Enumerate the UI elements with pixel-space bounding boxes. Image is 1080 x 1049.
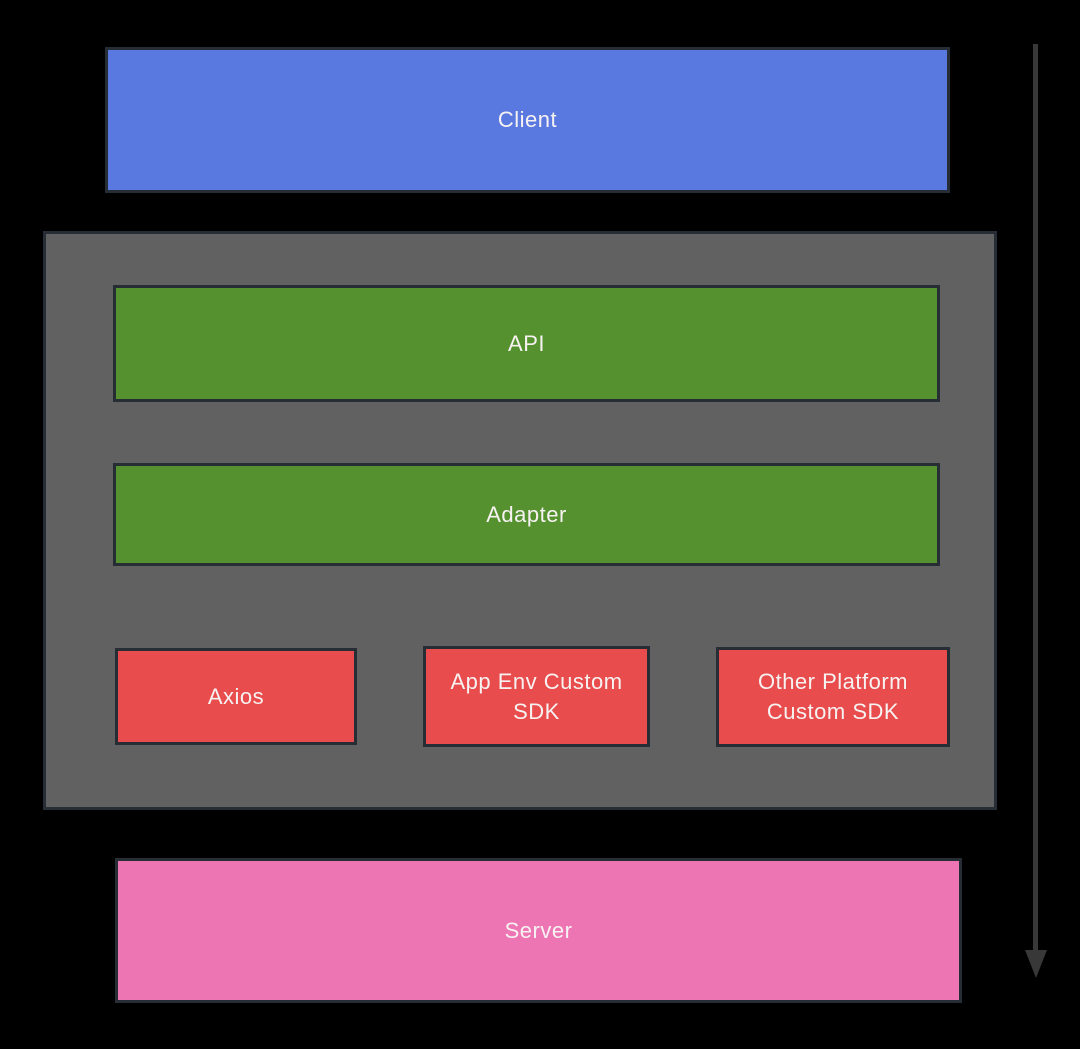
down-arrow-icon: [1025, 950, 1047, 978]
adapter-layer-panel: API Adapter Axios App Env Custom SDK Oth…: [43, 231, 997, 810]
other-platform-custom-sdk-label: Other Platform Custom SDK: [757, 669, 909, 724]
client-label: Client: [497, 107, 558, 132]
server-node: Server: [115, 858, 962, 1003]
api-label: API: [508, 330, 545, 356]
axios-node: Axios: [115, 648, 357, 745]
adapter-node: Adapter: [113, 463, 940, 566]
client-node: Client: [105, 47, 950, 193]
axios-label: Axios: [207, 683, 265, 709]
api-node: API: [113, 285, 940, 402]
server-label: Server: [504, 917, 573, 943]
other-platform-custom-sdk-node: Other Platform Custom SDK: [716, 647, 950, 747]
app-env-custom-sdk-label: App Env Custom SDK: [450, 668, 623, 724]
flow-arrow-line: [1033, 44, 1038, 950]
adapter-label: Adapter: [486, 501, 567, 527]
app-env-custom-sdk-node: App Env Custom SDK: [423, 646, 650, 747]
